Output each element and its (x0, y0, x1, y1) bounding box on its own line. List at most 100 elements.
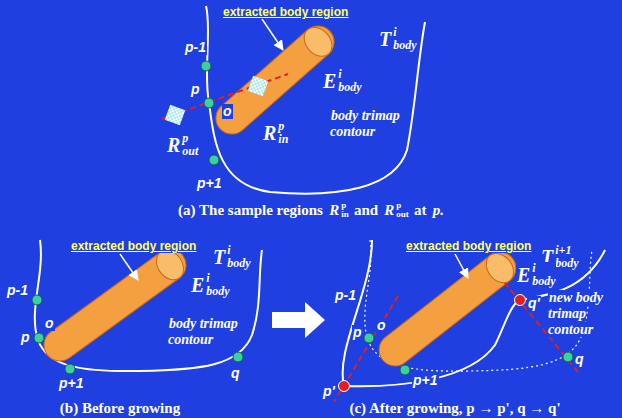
label: extracted body region (222, 5, 349, 19)
label: extracted body region (70, 239, 197, 253)
text-run: Rpout (166, 132, 198, 157)
script-stack: i+1body (555, 244, 578, 269)
math-symbol: R (262, 122, 277, 144)
script-stack: ibody (393, 26, 416, 51)
text-run: q (574, 352, 585, 367)
script-text: out (182, 145, 198, 158)
pointer-line (455, 254, 468, 278)
script-text: body (393, 39, 416, 52)
math-symbol: R (166, 134, 181, 156)
new-trimap-contour (343, 240, 605, 386)
text-run: q' (527, 296, 541, 311)
contour-point (65, 364, 75, 374)
script-text: i (338, 68, 361, 81)
sample-region-out (165, 105, 186, 126)
trimap-contour (35, 240, 262, 371)
contour-point (209, 155, 219, 165)
text-run: p (20, 330, 31, 345)
text-run: extracted body region (405, 239, 532, 253)
text-run: p+1 (196, 176, 223, 191)
text-run: body trimap contour (330, 108, 406, 140)
text-run: Tibody (378, 26, 417, 51)
label: p (20, 330, 31, 345)
label: p+1 (412, 373, 439, 388)
caption: (b) Before growing (59, 399, 181, 417)
label: p-1 (6, 283, 29, 298)
transition-arrow (272, 302, 325, 338)
script-text: i+1 (555, 244, 578, 257)
label: p-1 (334, 288, 357, 303)
script-text: body (532, 275, 555, 288)
text-run: p+1 (412, 373, 439, 388)
label: q (230, 366, 241, 381)
script-text: out (396, 210, 409, 219)
caption: p. (432, 201, 445, 219)
label: o (222, 104, 233, 119)
contour-point (201, 61, 211, 71)
pointer-line (262, 19, 283, 50)
growth-line (334, 296, 398, 402)
contour-point (364, 333, 374, 343)
label: body trimap contour (330, 108, 400, 139)
label: q (574, 352, 585, 367)
caption: R (328, 201, 340, 219)
math-symbol: E (516, 264, 531, 286)
caption: R (383, 201, 395, 219)
script-stack: pin (341, 201, 349, 220)
label: new body trimap contour (548, 290, 603, 337)
text-run: o (376, 318, 387, 333)
script-stack: pout (182, 132, 198, 157)
text-run: (c) After growing, p → p', q → q' (348, 399, 561, 417)
text-run: Eibody (190, 272, 230, 297)
script-text: body (555, 257, 578, 270)
script-text: body (206, 285, 229, 298)
label: p-1 (184, 40, 207, 55)
math-symbol: T (212, 246, 226, 268)
contour-point (233, 352, 243, 362)
pointer-line (120, 254, 138, 280)
label: body trimap contour (168, 316, 238, 347)
script-text: in (341, 210, 349, 219)
script-stack: ibody (227, 244, 250, 269)
text-run: p' (322, 384, 336, 399)
text-run: p (352, 325, 363, 340)
math-symbol: T (378, 28, 392, 50)
script-stack: ibody (338, 68, 361, 93)
script-stack: ibody (206, 272, 229, 297)
text-run: Eibody (516, 262, 556, 287)
text-run: (a) The sample regionsRpinandRpoutatp. (177, 201, 445, 220)
script-text: i (206, 272, 229, 285)
script-text: body (338, 81, 361, 94)
text-run: (b) Before growing (59, 399, 181, 417)
math-symbol: E (190, 274, 205, 296)
label: p (352, 325, 363, 340)
label: o (376, 318, 387, 333)
text-run: q (230, 366, 241, 381)
text-run: new body trimap contour (548, 290, 618, 338)
caption: (c) After growing, p → p', q → q' (348, 399, 561, 417)
text-run: o (222, 104, 233, 119)
script-text: i (227, 244, 250, 257)
script-text: i (393, 26, 416, 39)
contour-point (34, 333, 44, 343)
text-run: Rpin (262, 120, 288, 145)
math-symbol: E (322, 70, 337, 92)
text-run: p (190, 82, 201, 97)
script-stack: pout (396, 201, 409, 220)
text-run: p-1 (6, 283, 29, 298)
grown-point (515, 295, 526, 306)
script-text: in (278, 133, 288, 146)
body-cylinder (373, 246, 523, 373)
text-run: body trimap contour (168, 316, 242, 348)
text-run: p-1 (334, 288, 357, 303)
script-text: p (182, 132, 198, 145)
text-run: extracted body region (70, 239, 197, 253)
contour-point (563, 352, 573, 362)
text-run: extracted body region (222, 5, 349, 19)
script-stack: ibody (532, 262, 555, 287)
caption: and (353, 201, 379, 219)
script-stack: pin (278, 120, 288, 145)
script-text: p (341, 201, 349, 210)
caption: (a) The sample regions (177, 201, 324, 219)
